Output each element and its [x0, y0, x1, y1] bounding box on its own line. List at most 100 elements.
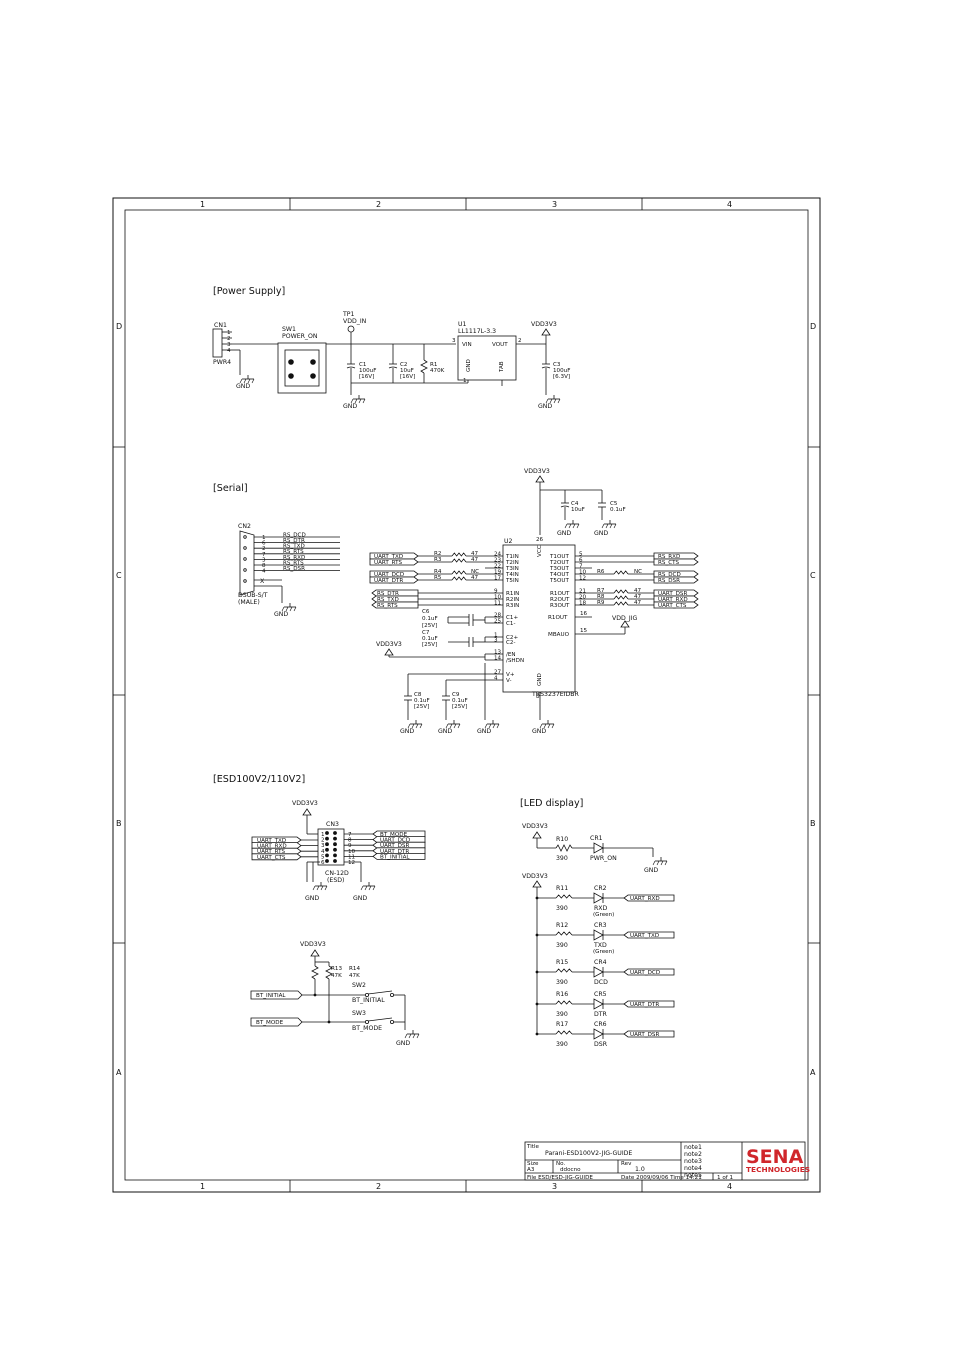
svg-text:note4: note4 — [684, 1165, 702, 1172]
svg-text:15: 15 — [580, 628, 588, 634]
svg-text:C5: C5 — [610, 501, 618, 507]
svg-text:CR1: CR1 — [590, 835, 603, 842]
sena-logo-sub: TECHNOLOGIES — [746, 1165, 810, 1174]
resistor-symbol — [451, 558, 467, 563]
col-label-bottom: 4 — [727, 1182, 732, 1191]
u2-pin-number: 13 — [494, 649, 502, 655]
cn3-pin-number: 3 — [321, 843, 325, 849]
cn2-net-label: RS_RTS — [283, 560, 304, 566]
led-symbol — [593, 892, 604, 904]
svg-text:BT_MODE: BT_MODE — [352, 1025, 382, 1032]
row-label-left: D — [116, 322, 122, 331]
net-label: UART_DTR — [630, 1002, 659, 1008]
svg-text:GND: GND — [353, 895, 367, 902]
svg-text:C4: C4 — [571, 501, 579, 507]
cn2-net-label: RS_RXD — [283, 555, 305, 561]
svg-text:C3: C3 — [553, 362, 561, 368]
resistor-symbol — [613, 601, 629, 606]
led-name: DTR — [594, 1011, 608, 1018]
u2-pin-name: T3IN — [505, 566, 519, 572]
led-name: DSR — [594, 1041, 608, 1048]
net-label: UART_CTS — [658, 603, 687, 609]
led-ref: CR5 — [594, 991, 607, 998]
svg-text:390: 390 — [556, 855, 568, 862]
section-title-esd: [ESD100V2/110V2] — [213, 774, 305, 785]
cn3-pin-number: 4 — [321, 849, 325, 855]
cn2-pin-number: 7 — [262, 552, 266, 558]
svg-text:C7: C7 — [422, 630, 430, 636]
u2-pin-number: 24 — [494, 551, 502, 557]
net-flag — [369, 558, 419, 566]
net-label: UART_RTS — [374, 560, 403, 566]
cn1-label: CN1 — [214, 322, 227, 329]
u2-pin-number: 18 — [579, 600, 587, 606]
net-label: UART_DSR — [658, 591, 687, 597]
svg-text:GND: GND — [477, 728, 491, 735]
u2-pin-number: 22 — [494, 563, 501, 569]
resistor-symbol — [555, 1030, 573, 1035]
frame-column-labels: 1 2 3 4 1 2 3 4 — [200, 200, 732, 1191]
svg-text:SW3: SW3 — [352, 1010, 366, 1017]
u2-pin-name: T4IN — [505, 572, 519, 578]
resistor-value: 390 — [556, 979, 568, 986]
cn2-pin-number: 2 — [262, 546, 266, 552]
svg-text:BT_INITIAL: BT_INITIAL — [256, 993, 286, 999]
net-label: UART_RTS — [257, 849, 286, 855]
resistor-ref: R7 — [597, 588, 605, 594]
svg-text:Date 2009/09/06 Time 14:21: Date 2009/09/06 Time 14:21 — [621, 1175, 702, 1181]
resistor-ref: R6 — [597, 569, 605, 575]
resistor-symbol — [451, 576, 467, 581]
cn3-sub: (ESD) — [327, 877, 344, 884]
sw1-label: SW1 — [282, 326, 296, 333]
resistor-symbol — [555, 931, 573, 936]
pin-dot — [325, 836, 329, 841]
svg-text:R14: R14 — [349, 966, 360, 972]
net-flag — [369, 576, 419, 584]
u2-pin-name: R3OUT — [550, 603, 570, 609]
svg-text:[16V]: [16V] — [400, 374, 415, 380]
cn3-pin-number: 8 — [348, 838, 352, 844]
u2-pin-number: 23 — [494, 557, 502, 563]
svg-text:GND: GND — [396, 1040, 410, 1047]
net-flag — [369, 552, 419, 560]
net-flag — [653, 601, 699, 609]
svg-text:0.1uF: 0.1uF — [422, 636, 438, 642]
svg-text:1: 1 — [463, 378, 467, 384]
pin-dot — [325, 847, 329, 852]
u2-pin-name: T1IN — [505, 554, 519, 560]
svg-text:C6: C6 — [422, 609, 430, 615]
svg-text:MBAUO: MBAUO — [548, 632, 570, 638]
svg-text:C2: C2 — [400, 362, 407, 368]
net-flag — [653, 576, 699, 584]
net-flag — [653, 558, 699, 566]
u2-pin-number: 10 — [579, 569, 587, 575]
net-label: UART_CTS — [257, 855, 286, 861]
u2-pin-number: 19 — [494, 569, 502, 575]
u2-pin-name: C1+ — [506, 615, 518, 621]
net-label: BT_INITIAL — [380, 854, 410, 860]
u2-pin-number: 17 — [494, 575, 502, 581]
u2-pin-name: R1IN — [506, 591, 519, 597]
cn2-gender: (MALE) — [238, 599, 260, 606]
cn2-pin-number: 1 — [262, 535, 266, 541]
u2-pin-number: 12 — [579, 575, 586, 581]
svg-text:SW2: SW2 — [352, 982, 366, 989]
svg-text:2: 2 — [518, 338, 522, 344]
row-label-left: A — [116, 1068, 122, 1077]
net-label: UART_DTR — [380, 849, 409, 855]
u2-pin-number: 10 — [494, 594, 502, 600]
sena-logo: SENA — [746, 1146, 804, 1168]
svg-text:[16V]: [16V] — [359, 374, 374, 380]
svg-text:BT_MODE: BT_MODE — [256, 1020, 284, 1026]
cn1-type: PWR4 — [213, 359, 231, 366]
resistor-value: 47 — [634, 588, 642, 594]
frame-row-labels: D C B A D C B A — [116, 322, 816, 1077]
svg-text:470K: 470K — [430, 368, 445, 374]
led-name: TXD — [593, 942, 607, 949]
svg-text:R1OUT: R1OUT — [548, 615, 568, 621]
col-label-top: 1 — [200, 200, 205, 209]
resistor-value: 390 — [556, 1011, 568, 1018]
resistor-symbol — [555, 968, 573, 973]
svg-text:GND: GND — [274, 611, 288, 618]
